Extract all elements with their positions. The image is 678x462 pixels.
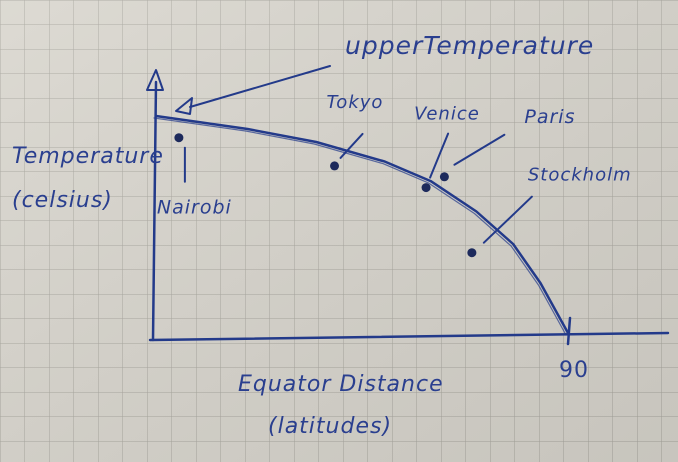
x-axis	[148, 331, 670, 342]
y-axis-unit-label: (celsius)	[12, 188, 113, 213]
city-point-venice	[421, 183, 431, 193]
city-label-tokyo: Tokyo	[327, 92, 384, 113]
y-axis-arrow	[146, 69, 164, 91]
upper-temperature-curve-retrace	[153, 117, 567, 336]
city-label-stockholm: Stockholm	[528, 165, 632, 186]
city-label-paris: Paris	[524, 106, 575, 128]
y-axis	[151, 80, 158, 342]
x-axis-end-tick	[566, 316, 572, 346]
city-pointer-venice	[429, 132, 450, 179]
x-axis-label: Equator Distance	[238, 372, 444, 397]
city-label-venice: Venice	[414, 104, 480, 125]
city-point-tokyo	[330, 161, 340, 171]
y-axis-label: Temperature	[12, 144, 164, 169]
x-axis-end-tick-label: 90	[559, 358, 589, 383]
city-pointer-stockholm	[482, 195, 533, 244]
city-point-paris	[439, 172, 449, 182]
city-pointer-paris	[453, 133, 506, 166]
series-name-pointer-arrowhead	[175, 97, 193, 115]
series-name-pointer	[189, 65, 331, 108]
city-pointer-tokyo	[339, 132, 364, 159]
city-point-stockholm	[467, 248, 477, 258]
x-axis-unit-label: (latitudes)	[268, 414, 392, 439]
series-name-label: upperTemperature	[345, 31, 594, 60]
upper-temperature-curve	[154, 114, 570, 335]
city-point-nairobi	[174, 133, 184, 143]
city-label-nairobi: Nairobi	[157, 197, 232, 219]
